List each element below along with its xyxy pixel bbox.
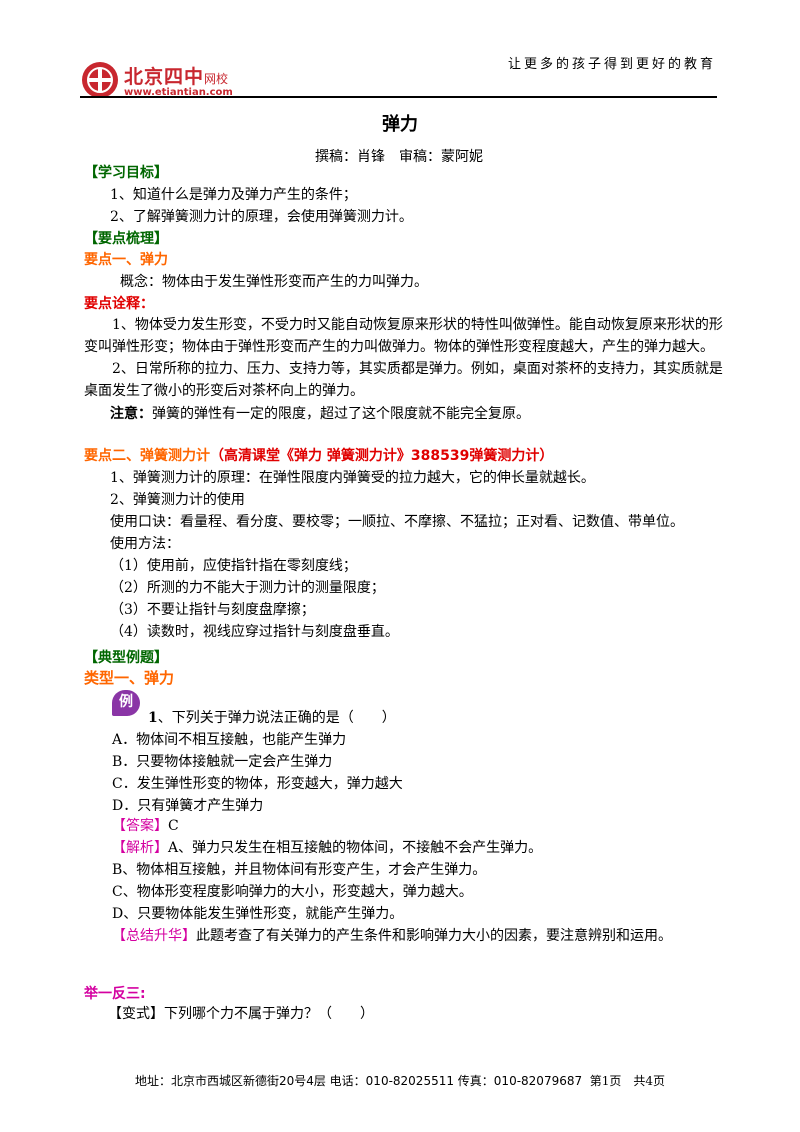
- note-paragraph: 2、日常所称的拉力、压力、支持力等，其实质都是弹力。例如，桌面对茶杯的支持力，其…: [84, 361, 723, 399]
- page-title: 弹力: [382, 114, 418, 135]
- answer-label: 【答案】: [112, 818, 168, 834]
- option-d: D．只有弹簧才产生弹力: [112, 798, 264, 814]
- attention-label: 注意：: [110, 406, 152, 422]
- footer-page-number: 第1页 共4页: [589, 1074, 666, 1088]
- option-b: B．只要物体接触就一定会产生弹力: [112, 754, 333, 770]
- type-1-heading: 类型一、弹力: [84, 669, 175, 687]
- authors-line: 撰稿：肖锋审稿：蒙阿妮: [315, 146, 483, 166]
- section-learning-goals-heading: 【学习目标】: [84, 165, 168, 181]
- page-footer: 地址：北京市西城区新德街20号4层 电话：010-82025511 传真：010…: [0, 1072, 800, 1089]
- analysis-label: 【解析】: [112, 840, 168, 856]
- answer-line: 【答案】C: [112, 818, 179, 834]
- section-examples-heading: 【典型例题】: [84, 650, 168, 666]
- summary-label: 【总结升华】: [112, 928, 196, 944]
- school-logo[interactable]: 北京四中网校 www.etiantian.com: [80, 60, 280, 104]
- header-divider: [80, 96, 717, 98]
- attention-line: 注意：弹簧的弹性有一定的限度，超过了这个限度就不能完全复原。: [110, 406, 530, 422]
- header-slogan: 让更多的孩子得到更好的教育: [507, 57, 716, 72]
- summary-line: 【总结升华】此题考查了有关弹力的产生条件和影响弹力大小的因素，要注意辨别和运用。: [112, 928, 672, 944]
- writer: 撰稿：肖锋: [315, 149, 385, 165]
- analysis-line: C、物体形变程度影响弹力的大小，形变越大，弹力越大。: [112, 884, 473, 900]
- key-point-2-line: （4）读数时，视线应穿过指针与刻度盘垂直。: [110, 624, 399, 640]
- option-a: A．物体间不相互接触，也能产生弹力: [112, 732, 347, 748]
- key-point-2-line: （2）所测的力不能大于测力计的测量限度；: [110, 580, 385, 596]
- key-point-1-heading: 要点一、弹力: [84, 252, 168, 268]
- reviewer: 审稿：蒙阿妮: [399, 149, 483, 165]
- logo-emblem-icon: [82, 62, 118, 98]
- example-question: 1、下列关于弹力说法正确的是（ ）: [148, 710, 396, 726]
- logo-url: www.etiantian.com: [124, 87, 233, 98]
- section-key-points-heading: 【要点梳理】: [84, 231, 168, 247]
- key-point-2-line: 1、弹簧测力计的原理：在弹性限度内弹簧受的拉力越大，它的伸长量就越长。: [110, 470, 595, 486]
- key-point-2-line: 使用方法：: [110, 536, 180, 552]
- example-badge-icon: 例: [112, 690, 140, 716]
- goal-item: 1、知道什么是弹力及弹力产生的条件；: [110, 187, 357, 203]
- key-point-2-line: 2、弹簧测力计的使用: [110, 492, 245, 508]
- key-point-2-line: （1）使用前，应使指针指在零刻度线；: [110, 558, 357, 574]
- analysis-line: D、只要物体能发生弹性形变，就能产生弹力。: [112, 906, 404, 922]
- goal-item: 2、了解弹簧测力计的原理，会使用弹簧测力计。: [110, 209, 413, 225]
- key-point-notes-heading: 要点诠释：: [84, 296, 154, 312]
- key-point-2-line: 使用口诀：看量程、看分度、要校零；一顺拉、不摩擦、不猛拉；正对看、记数值、带单位…: [110, 514, 684, 530]
- video-reference-link[interactable]: （高清课堂《弹力 弹簧测力计》388539弹簧测力计）: [210, 448, 554, 464]
- variant-label: 【变式】: [108, 1006, 164, 1022]
- logo-name: 北京四中网校: [124, 66, 229, 88]
- footer-address: 地址：北京市西城区新德街20号4层 电话：010-82025511 传真：010…: [134, 1074, 583, 1088]
- analysis-line: B、物体相互接触，并且物体间有形变产生，才会产生弹力。: [112, 862, 487, 878]
- variant-question: 【变式】下列哪个力不属于弹力？（ ）: [108, 1006, 374, 1022]
- analysis-line: 【解析】A、弹力只发生在相互接触的物体间，不接触不会产生弹力。: [112, 840, 543, 856]
- key-point-2-heading: 要点二、弹簧测力计（高清课堂《弹力 弹簧测力计》388539弹簧测力计）: [84, 448, 554, 464]
- concept-text: 概念：物体由于发生弹性形变而产生的力叫弹力。: [120, 274, 428, 290]
- key-point-2-line: （3）不要让指针与刻度盘摩擦；: [110, 602, 315, 618]
- practice-heading: 举一反三:: [84, 986, 146, 1002]
- option-c: C．发生弹性形变的物体，形变越大，弹力越大: [112, 776, 403, 792]
- note-paragraph: 1、物体受力发生形变，不受力时又能自动恢复原来形状的特性叫做弹性。能自动恢复原来…: [84, 317, 723, 355]
